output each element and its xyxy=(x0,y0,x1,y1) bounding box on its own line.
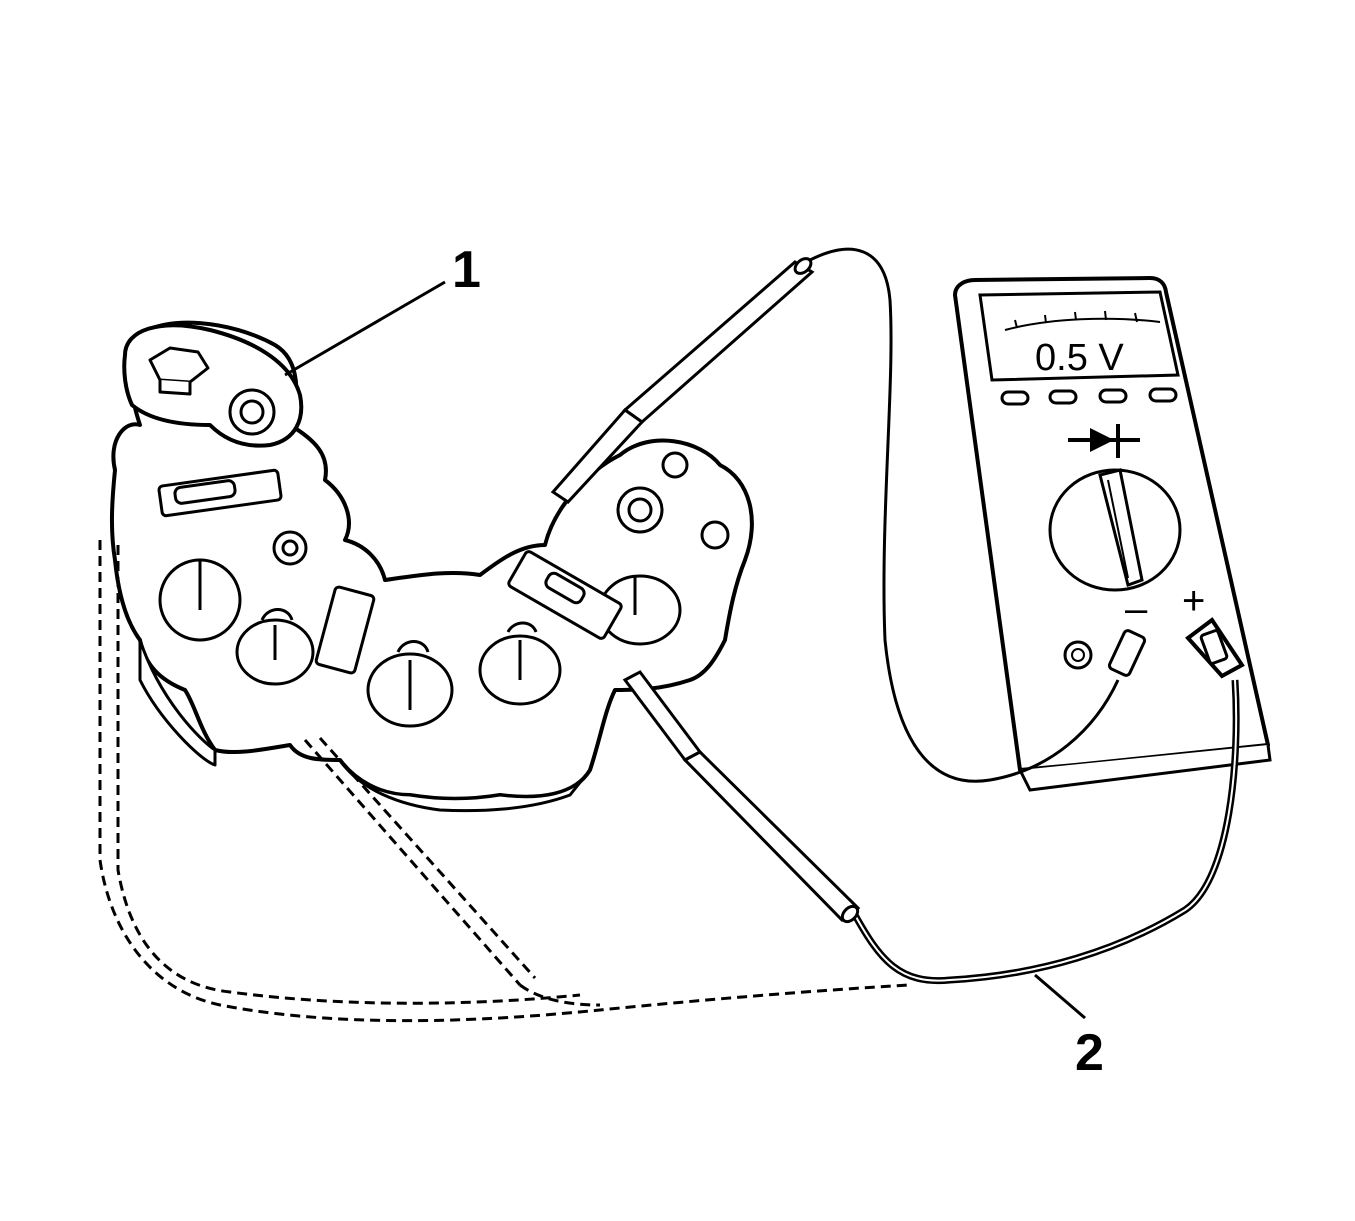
diode-wells xyxy=(158,530,682,728)
rotary-selector-knob[interactable] xyxy=(1048,468,1182,592)
display-reading: 0.5 V xyxy=(1035,337,1124,379)
meter-buttons[interactable] xyxy=(1000,387,1178,406)
test-leads xyxy=(809,247,1240,985)
meter-button-1[interactable] xyxy=(1000,390,1030,406)
diode-icon xyxy=(1068,424,1140,458)
terminal-tab-right xyxy=(616,451,730,550)
upper-probe xyxy=(550,257,815,504)
meter-button-4[interactable] xyxy=(1148,387,1178,403)
positive-plug xyxy=(1185,617,1245,679)
alternate-probe-paths xyxy=(98,540,911,1023)
common-jack[interactable] xyxy=(1063,640,1093,670)
callout-1-label: 1 xyxy=(452,241,481,299)
callout-2-label: 2 xyxy=(1075,1024,1104,1082)
multimeter: 0.5 V – + xyxy=(953,276,1272,792)
meter-button-3[interactable] xyxy=(1098,388,1128,404)
callout-1-leader xyxy=(284,280,446,377)
positive-terminal-label: + xyxy=(1182,579,1205,623)
meter-display xyxy=(978,290,1180,382)
negative-plug xyxy=(1107,629,1147,677)
terminal-tab-hex xyxy=(122,323,304,448)
lower-probe xyxy=(622,670,861,924)
meter-button-2[interactable] xyxy=(1048,389,1078,405)
resistor-clips xyxy=(157,468,623,675)
callout-2-leader xyxy=(1034,973,1086,1020)
negative-terminal-label: – xyxy=(1125,587,1148,631)
